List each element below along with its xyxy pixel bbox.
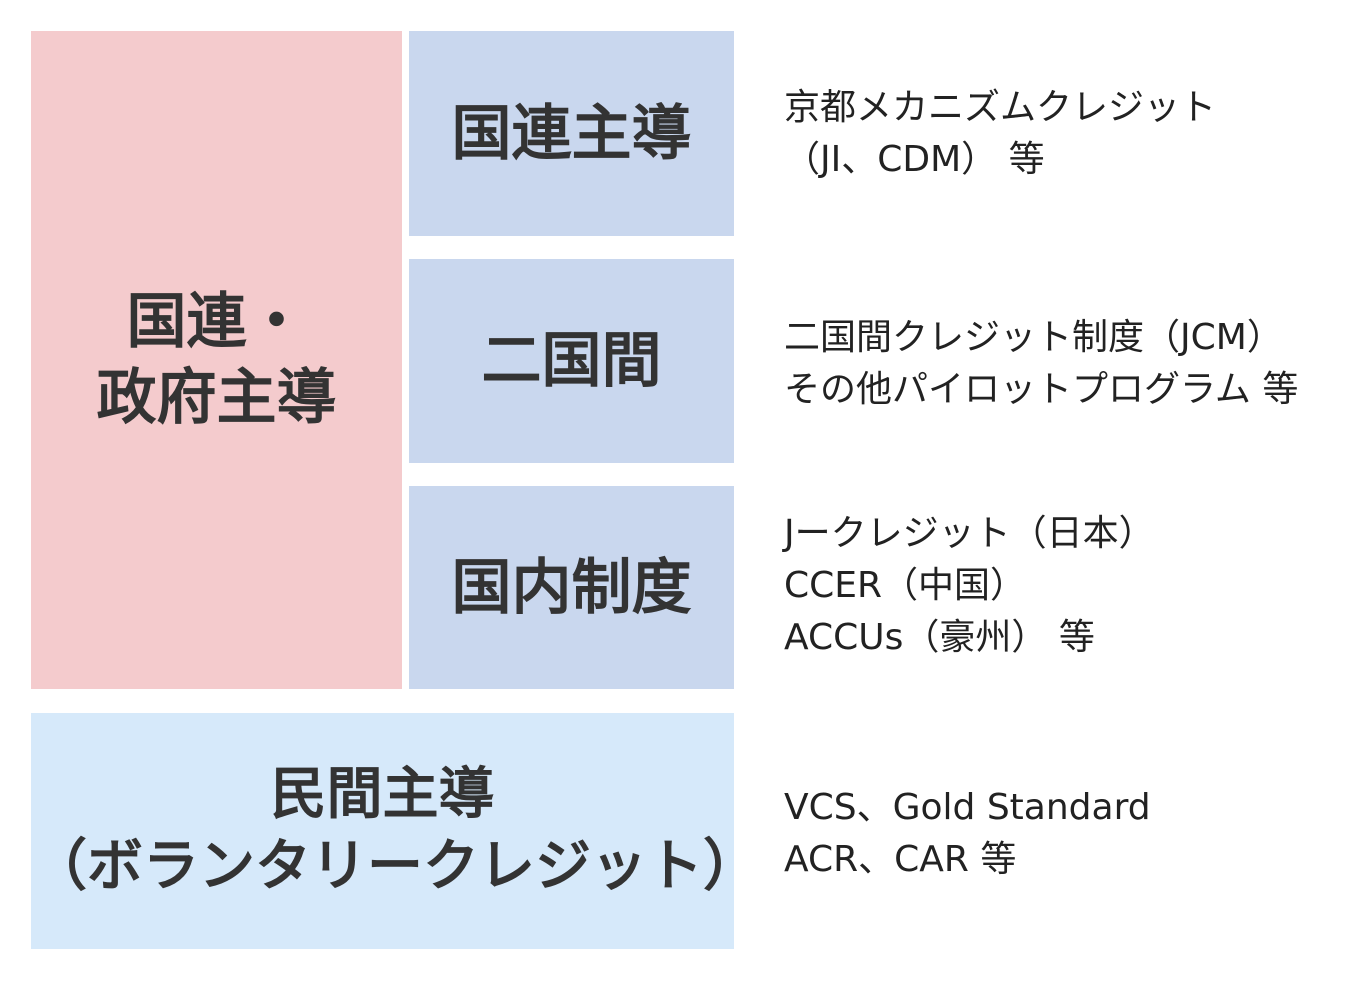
bilateral-description-line-2: その他パイロットプログラム 等 (784, 369, 1299, 410)
bilateral-label: 二国間 (481, 326, 662, 396)
gov-led-box: 国連・ 政府主導 (31, 31, 402, 689)
un-led-label: 国連主導 (451, 98, 692, 169)
domestic-box: 国内制度 (409, 486, 734, 689)
un-led-description: 京都メカニズムクレジット （JI、CDM） 等 (784, 82, 1216, 186)
un-led-box: 国連主導 (409, 31, 734, 236)
private-led-description-line-2: ACR、CAR 等 (784, 839, 1017, 880)
private-led-label-line-2: （ボランタリークレジット） (31, 834, 759, 899)
domestic-description-line-3: ACCUs（豪州） 等 (784, 617, 1095, 658)
domestic-description-line-2: CCER（中国） (784, 565, 1027, 606)
un-led-description-line-1: 京都メカニズムクレジット (784, 87, 1217, 128)
bilateral-description-line-1: 二国間クレジット制度（JCM） (784, 317, 1283, 358)
private-led-label-line-1: 民間主導 (270, 762, 495, 827)
gov-led-label-line-1: 国連・ (126, 287, 307, 357)
un-led-description-line-2: （JI、CDM） 等 (784, 139, 1045, 180)
domestic-description: Jークレジット（日本） CCER（中国） ACCUs（豪州） 等 (784, 508, 1155, 664)
private-led-description: VCS、Gold Standard ACR、CAR 等 (784, 782, 1151, 886)
domestic-description-line-1: Jークレジット（日本） (784, 513, 1155, 554)
bilateral-description: 二国間クレジット制度（JCM） その他パイロットプログラム 等 (784, 312, 1298, 416)
domestic-label: 国内制度 (451, 552, 692, 623)
gov-led-label-line-2: 政府主導 (96, 363, 337, 433)
private-led-description-line-1: VCS、Gold Standard (784, 787, 1151, 828)
private-led-box: 民間主導 （ボランタリークレジット） (31, 713, 759, 949)
bilateral-box: 二国間 (409, 259, 734, 463)
